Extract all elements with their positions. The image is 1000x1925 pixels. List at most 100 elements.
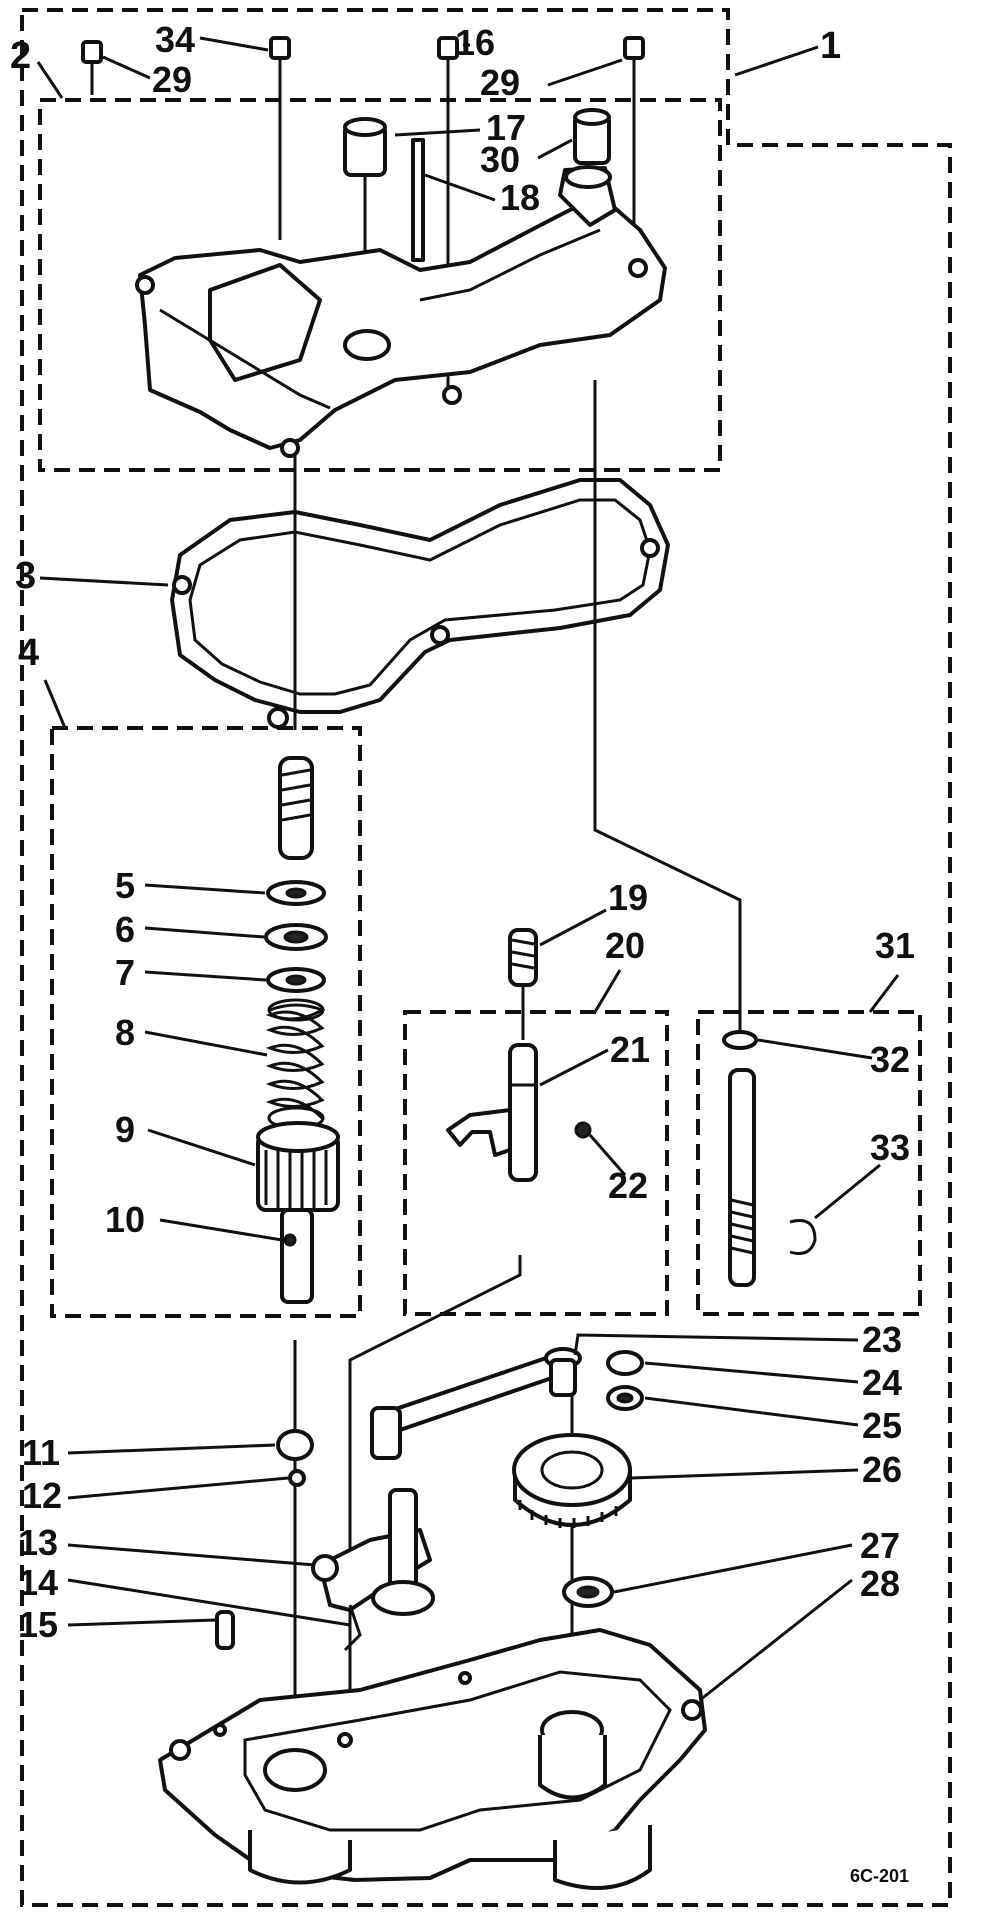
leader-1 xyxy=(734,45,819,77)
ball-12 xyxy=(288,1469,306,1487)
guide-line-mid xyxy=(348,1255,522,1690)
callout-26: 26 xyxy=(862,1449,902,1490)
pinion-gear-9 xyxy=(256,1121,340,1212)
spring-stem xyxy=(278,756,314,860)
callout-22: 22 xyxy=(608,1165,648,1206)
callout-29-right: 29 xyxy=(480,62,520,103)
leader-31 xyxy=(868,974,900,1013)
leader-18 xyxy=(424,173,496,202)
shift-fork-21 xyxy=(446,1043,538,1182)
callout-4: 4 xyxy=(18,632,39,674)
group-box-20 xyxy=(403,1010,669,1316)
leader-24 xyxy=(644,1361,859,1384)
shaft-10 xyxy=(280,1208,314,1304)
leader-4 xyxy=(43,679,67,729)
spring-19 xyxy=(508,928,538,1040)
callout-29-left: 29 xyxy=(152,59,192,100)
callout-23: 23 xyxy=(862,1319,902,1360)
leader-7 xyxy=(144,970,267,982)
leader-23 xyxy=(573,1333,859,1356)
callout-10: 10 xyxy=(105,1199,145,1240)
callout-33: 33 xyxy=(870,1127,910,1168)
washer-7 xyxy=(266,967,326,993)
callout-14: 14 xyxy=(18,1562,58,1603)
group-box-4 xyxy=(50,726,362,1318)
washer-27 xyxy=(562,1576,614,1608)
leader-26 xyxy=(631,1468,859,1480)
callout-2: 2 xyxy=(10,35,31,77)
leader-33 xyxy=(814,1163,881,1220)
washer-24 xyxy=(606,1350,644,1376)
leader-21 xyxy=(539,1048,609,1087)
leader-29b xyxy=(547,58,623,87)
group-box-2 xyxy=(38,98,722,472)
screw-34 xyxy=(269,36,291,240)
leader-10 xyxy=(159,1218,283,1242)
leader-8 xyxy=(144,1030,268,1057)
callout-3: 3 xyxy=(15,555,36,597)
leader-27 xyxy=(613,1543,853,1594)
washer-6 xyxy=(264,923,328,951)
leader-14 xyxy=(67,1578,351,1627)
callout-9: 9 xyxy=(115,1109,135,1150)
leader-3 xyxy=(39,576,169,587)
callout-27: 27 xyxy=(860,1525,900,1566)
gearcase-cover xyxy=(135,165,667,458)
callout-30: 30 xyxy=(480,139,520,180)
callout-28: 28 xyxy=(860,1563,900,1604)
drawing-code: 6C-201 xyxy=(850,1866,909,1886)
callout-11: 11 xyxy=(22,1432,60,1473)
dowel-15 xyxy=(215,1610,235,1650)
washer-25 xyxy=(606,1385,644,1411)
callout-15: 15 xyxy=(18,1604,58,1645)
callout-16: 16 xyxy=(455,22,495,63)
clip-33 xyxy=(789,1219,817,1255)
callout-5: 5 xyxy=(115,865,135,906)
screw-29-left xyxy=(81,40,103,95)
leader-22 xyxy=(588,1134,627,1176)
callout-24: 24 xyxy=(862,1362,902,1403)
bushing-30 xyxy=(573,108,611,165)
ball-22 xyxy=(574,1121,592,1139)
leader-29a xyxy=(102,55,151,80)
main-gear-26 xyxy=(512,1433,632,1528)
leader-6 xyxy=(144,926,265,939)
screw-29-right xyxy=(623,36,645,250)
pin-18 xyxy=(411,138,425,262)
callout-13: 13 xyxy=(18,1522,58,1563)
agitator-crank-13 xyxy=(311,1488,435,1652)
callout-18: 18 xyxy=(500,177,540,218)
group-box-31 xyxy=(696,1010,922,1316)
callout-19: 19 xyxy=(608,877,648,918)
leader-32 xyxy=(757,1038,873,1060)
seal-11 xyxy=(276,1429,314,1461)
callout-25: 25 xyxy=(862,1405,902,1446)
leader-15 xyxy=(67,1618,216,1627)
callout-31: 31 xyxy=(875,925,915,966)
leader-5 xyxy=(144,883,266,895)
callout-8: 8 xyxy=(115,1012,135,1053)
drive-shaft-31 xyxy=(728,1068,756,1287)
callout-17: 17 xyxy=(486,107,526,148)
leader-20 xyxy=(593,969,622,1013)
leader-12 xyxy=(67,1476,289,1500)
leader-17 xyxy=(394,128,481,137)
callout-32: 32 xyxy=(870,1039,910,1080)
callout-6: 6 xyxy=(115,909,135,950)
callout-12: 12 xyxy=(22,1475,62,1516)
leader-28 xyxy=(699,1578,853,1702)
callout-21: 21 xyxy=(610,1029,650,1070)
leader-13 xyxy=(67,1543,316,1567)
gearcase-28 xyxy=(158,1628,707,1890)
leader-19 xyxy=(539,908,607,947)
callout-7: 7 xyxy=(115,952,135,993)
washer-32 xyxy=(722,1030,758,1050)
leader-25 xyxy=(644,1396,859,1427)
guide-line-right xyxy=(593,380,742,1040)
washer-5 xyxy=(266,880,326,906)
leader-11 xyxy=(67,1443,276,1455)
callout-20: 20 xyxy=(605,925,645,966)
leader-9 xyxy=(147,1128,256,1167)
spring-8 xyxy=(265,998,326,1130)
